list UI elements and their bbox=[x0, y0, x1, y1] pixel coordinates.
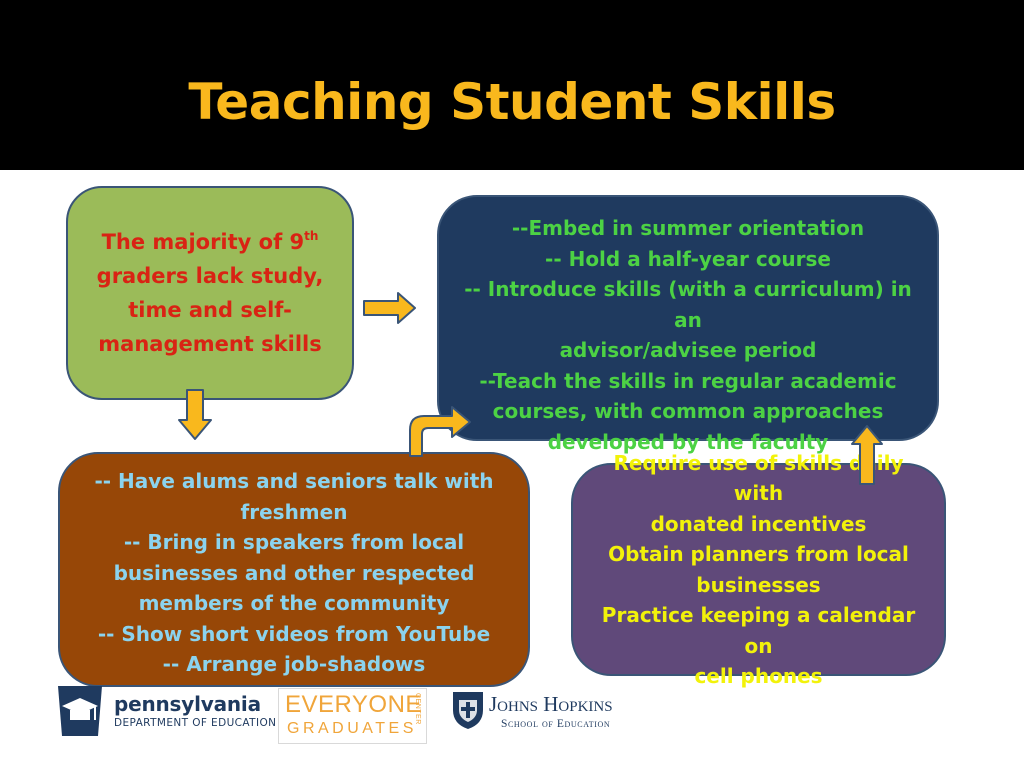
incentives-box: Require use of skills daily with donated… bbox=[571, 451, 946, 688]
problem-line-1-sup: th bbox=[304, 229, 319, 243]
problem-line-2: graders lack study, bbox=[96, 264, 324, 288]
community-box: -- Have alums and seniors talk with fres… bbox=[58, 452, 530, 687]
jh-logo-school: School of Education bbox=[501, 718, 611, 730]
problem-line-3: time and self- bbox=[128, 298, 292, 322]
incentive-line: businesses bbox=[696, 572, 821, 597]
strategy-line: courses, with common approaches bbox=[492, 399, 884, 423]
problem-box: The majority of 9th graders lack study, … bbox=[66, 186, 354, 400]
eg-logo-top: EVERYONE bbox=[285, 691, 422, 718]
community-line: -- Bring in speakers from local bbox=[123, 530, 465, 554]
problem-line-1-text: The majority of 9 bbox=[101, 230, 305, 254]
strategy-line: developed by the faculty bbox=[547, 429, 829, 454]
down-arrow-icon bbox=[178, 389, 212, 440]
right-arrow-icon bbox=[363, 292, 416, 324]
pa-logo-dept: DEPARTMENT OF EDUCATION bbox=[114, 717, 277, 729]
incentive-line: cell phones bbox=[694, 664, 823, 688]
strategy-line: advisor/advisee period bbox=[559, 338, 817, 362]
slide-title: Teaching Student Skills bbox=[188, 73, 836, 131]
strategy-line: -- Introduce skills (with a curriculum) … bbox=[464, 277, 912, 332]
jh-logo-name: Johns Hopkins bbox=[489, 692, 613, 716]
logo-strip: pennsylvania DEPARTMENT OF EDUCATION EVE… bbox=[0, 684, 1024, 768]
everyone-graduates-logo: EVERYONE GRADUATES CENTER bbox=[278, 688, 427, 744]
johns-hopkins-logo: Johns Hopkins School of Education bbox=[449, 688, 649, 738]
shield-crest-icon bbox=[453, 692, 483, 729]
bent-up-right-arrow-icon bbox=[409, 406, 471, 457]
incentive-line: Practice keeping a calendar on bbox=[601, 603, 916, 658]
up-arrow-icon bbox=[851, 425, 883, 485]
incentive-line: Require use of skills daily with bbox=[613, 450, 904, 506]
strategies-box: --Embed in summer orientation -- Hold a … bbox=[437, 195, 939, 454]
eg-logo-bottom: GRADUATES bbox=[287, 720, 417, 737]
title-bar bbox=[0, 0, 1024, 170]
strategy-line: --Embed in summer orientation bbox=[511, 216, 865, 240]
pa-logo-word: pennsylvania bbox=[114, 692, 261, 716]
community-line: businesses and other respected bbox=[113, 560, 475, 585]
community-line: -- Show short videos from YouTube bbox=[97, 621, 491, 646]
community-line: -- Have alums and seniors talk with bbox=[94, 469, 494, 493]
problem-line-1: The majority of 9th bbox=[97, 225, 324, 259]
community-line: members of the community bbox=[138, 591, 450, 615]
pa-education-logo: pennsylvania DEPARTMENT OF EDUCATION bbox=[54, 684, 276, 740]
incentive-line: donated incentives bbox=[650, 511, 867, 536]
incentive-line: Obtain planners from local bbox=[608, 542, 909, 566]
community-line: freshmen bbox=[240, 499, 348, 524]
strategy-line: --Teach the skills in regular academic bbox=[479, 368, 897, 393]
eg-logo-side: CENTER bbox=[414, 693, 421, 725]
strategy-line: -- Hold a half-year course bbox=[545, 246, 831, 271]
problem-line-4: management skills bbox=[98, 332, 322, 356]
keystone-graduation-cap-icon bbox=[58, 686, 102, 736]
community-line: -- Arrange job-shadows bbox=[162, 652, 426, 676]
